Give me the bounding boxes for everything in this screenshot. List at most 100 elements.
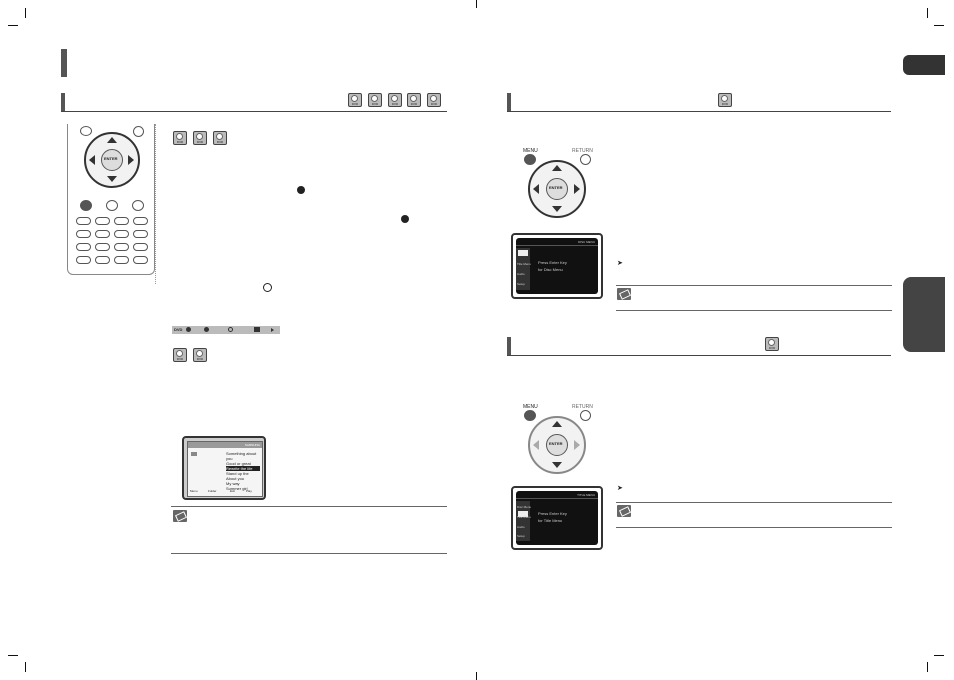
side-menu: Disc Menu Title Menu Audio Setup (516, 501, 532, 541)
dpad[interactable]: ENTER (528, 416, 586, 474)
return-button[interactable] (133, 126, 144, 137)
function-button[interactable] (95, 243, 110, 251)
file-item[interactable]: Good or great (226, 461, 251, 466)
menu-button[interactable] (524, 154, 536, 165)
left-arrow-icon[interactable] (533, 440, 539, 450)
side-menu: Title Menu Audio Setup (516, 248, 531, 290)
enter-label: ENTER (104, 156, 118, 161)
function-button[interactable] (114, 230, 129, 238)
return-label: RETURN (572, 148, 593, 154)
function-button[interactable] (114, 243, 129, 251)
setup-button[interactable] (132, 200, 144, 211)
left-arrow-icon[interactable] (89, 155, 95, 165)
disc-icon: DVD (407, 93, 421, 107)
dpad[interactable]: ENTER (528, 160, 586, 218)
enter-button[interactable]: ENTER (101, 149, 123, 171)
up-arrow-icon[interactable] (552, 421, 562, 427)
screen-line-2: for Title Menu (538, 518, 563, 523)
remote-panel: MENU RETURN ENTER (512, 146, 602, 234)
left-arrow-icon[interactable] (533, 184, 539, 194)
up-arrow-icon[interactable] (107, 137, 117, 143)
side-item[interactable]: Setup (517, 282, 525, 286)
file-item[interactable]: Summer girl (226, 486, 248, 491)
right-arrow-icon[interactable] (574, 440, 580, 450)
time-icon (228, 327, 233, 332)
disc-icon: DVD (368, 93, 382, 107)
down-arrow-icon[interactable] (552, 206, 562, 212)
note-icon (617, 288, 631, 300)
file-item[interactable]: About you (226, 476, 245, 481)
remote-control: ENTER (67, 124, 155, 275)
function-button[interactable] (76, 256, 91, 264)
center-mark (476, 0, 477, 8)
function-button[interactable] (76, 243, 91, 251)
section-header-rule (507, 111, 891, 112)
file-item[interactable]: Stand up the (226, 471, 249, 476)
title-menu-screen: TITLE MENU Disc Menu Title Menu Audio Se… (511, 486, 603, 550)
disc-icon: DVD (348, 93, 362, 107)
disc-menu-screen: DISC MENU Title Menu Audio Setup Press E… (511, 233, 603, 299)
center-mark (476, 672, 477, 680)
return-button[interactable] (580, 410, 591, 421)
down-arrow-icon[interactable] (552, 462, 562, 468)
page-title-bar (61, 49, 67, 77)
file-item-selected[interactable]: Rewrite the life (226, 466, 260, 471)
side-item[interactable]: Setup (517, 534, 525, 538)
function-button[interactable] (114, 256, 129, 264)
side-item[interactable]: Audio (517, 525, 525, 529)
screen-display: DISC MENU Title Menu Audio Setup Press E… (516, 238, 598, 294)
enter-button[interactable]: ENTER (546, 178, 568, 200)
function-button[interactable] (114, 217, 129, 225)
side-item[interactable]: Audio (517, 272, 525, 276)
status-bar-label: DVD (174, 327, 183, 332)
info-button[interactable] (80, 126, 92, 136)
side-item[interactable]: Disc Menu (517, 505, 532, 509)
side-item-selected[interactable] (518, 250, 528, 256)
enter-button[interactable]: ENTER (546, 434, 568, 456)
function-button[interactable] (95, 230, 110, 238)
crop-mark (934, 25, 944, 26)
footer-play: Play (246, 489, 252, 493)
file-item[interactable]: My way (226, 481, 240, 486)
function-button[interactable] (133, 256, 148, 264)
side-item[interactable]: Title Menu (517, 515, 531, 519)
function-button[interactable] (95, 256, 110, 264)
disc-label: DVD (176, 140, 184, 144)
up-arrow-icon[interactable] (552, 165, 562, 171)
section-header-bar (507, 93, 511, 111)
return-button[interactable] (580, 154, 591, 165)
angle-icon (297, 186, 305, 194)
side-item-selected[interactable] (518, 511, 528, 517)
title-button[interactable] (106, 200, 118, 211)
disc-label: DVD (371, 102, 379, 106)
menu-button[interactable] (524, 410, 536, 421)
screen-line-2: for Disc Menu (538, 267, 563, 272)
disc-icon: DVD (427, 93, 441, 107)
screen-top-label: DISC MENU (578, 240, 595, 244)
note-top-rule (171, 506, 447, 507)
disc-label: DVD (721, 102, 729, 106)
right-arrow-icon[interactable] (128, 155, 134, 165)
function-button[interactable] (95, 217, 110, 225)
function-button[interactable] (76, 217, 91, 225)
function-button[interactable] (133, 217, 148, 225)
disc-label: DVD (216, 140, 224, 144)
function-button[interactable] (133, 243, 148, 251)
screen-topbar: TITLE MENU (516, 493, 598, 499)
dpad[interactable]: ENTER (84, 132, 140, 188)
menu-label: MENU (523, 148, 538, 154)
right-arrow-icon[interactable] (574, 184, 580, 194)
function-button[interactable] (133, 230, 148, 238)
disc-icon: DVD (388, 93, 402, 107)
function-button[interactable] (76, 230, 91, 238)
side-item[interactable]: Title Menu (517, 262, 531, 266)
screen-line-1: Press Enter Key (538, 260, 567, 265)
file-item[interactable]: Something about you (226, 451, 257, 461)
tip-arrow-icon: ➤ (617, 485, 623, 492)
disc-icon: DVD (213, 131, 227, 145)
down-arrow-icon[interactable] (107, 176, 117, 182)
footer-folder: Folder (208, 489, 217, 493)
menu-button[interactable] (80, 200, 92, 211)
disc-label: DVD (196, 357, 204, 361)
crop-mark (927, 662, 928, 672)
